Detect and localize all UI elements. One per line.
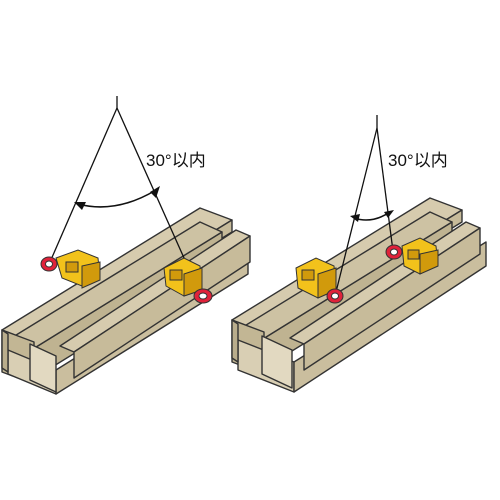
right-clamp-2: [385, 237, 439, 275]
right-clamp-1: [295, 257, 344, 304]
left-diagram: [1, 96, 251, 395]
right-diagram: [231, 115, 487, 393]
right-angle-label: 30°以内: [388, 151, 448, 170]
left-angle-label: 30°以内: [146, 151, 206, 170]
right-h-beam: [231, 197, 487, 393]
right-angle-arrowheads: [350, 210, 394, 222]
left-h-beam: [1, 207, 251, 395]
right-sling-leg-2: [376, 127, 394, 252]
left-clamp-2: [163, 257, 213, 304]
left-angle-arc: [77, 189, 157, 208]
right-sling-leg-1: [334, 127, 378, 297]
left-sling-leg-1: [49, 107, 118, 263]
left-angle-arrowheads: [74, 186, 160, 210]
left-clamp-1: [40, 249, 101, 289]
